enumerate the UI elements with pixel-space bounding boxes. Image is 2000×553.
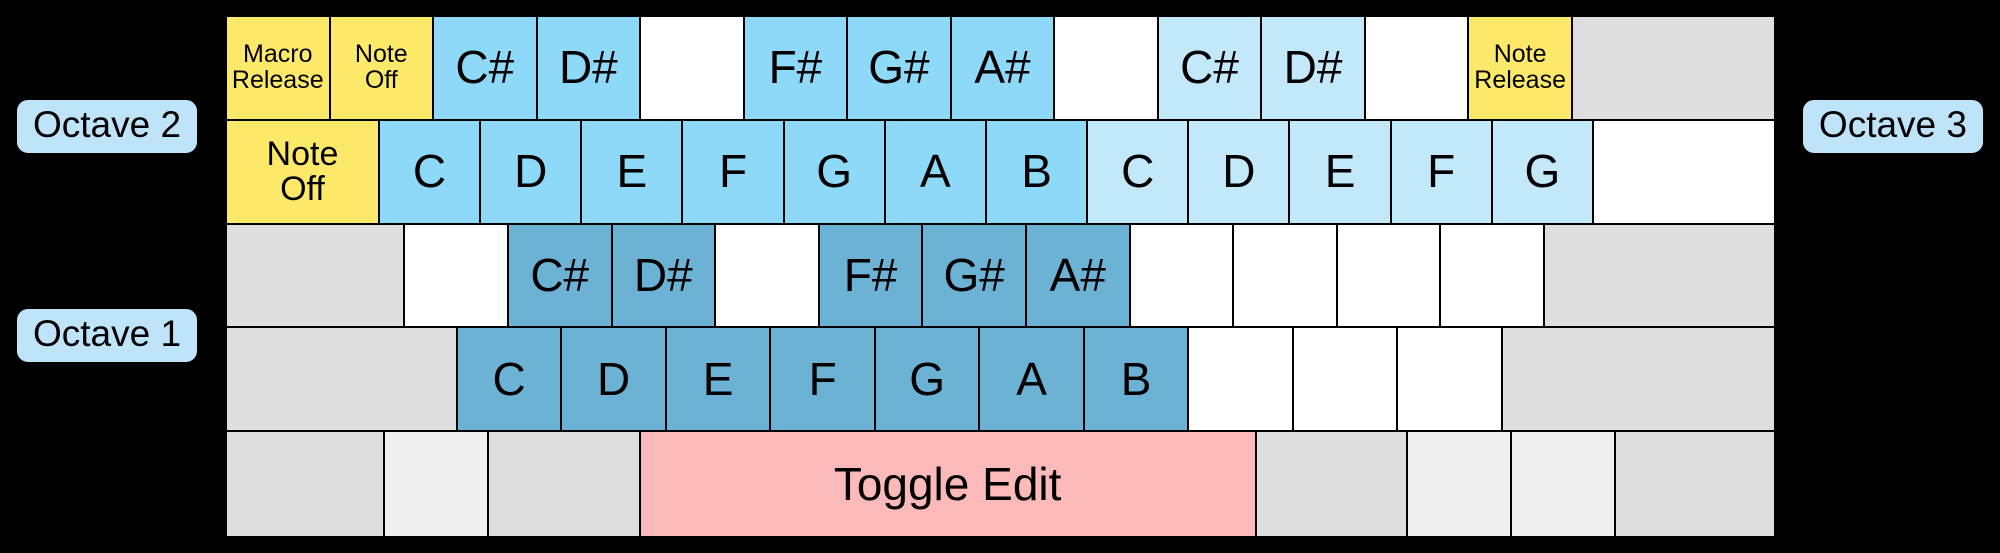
- key-blank-number-row-8: [1055, 17, 1159, 121]
- key-c-sharp[interactable]: C#: [434, 17, 538, 121]
- key-note-off[interactable]: Note Off: [227, 120, 380, 225]
- key-blank-asdf-row-10: [1337, 224, 1442, 329]
- key-c-sharp[interactable]: C#: [508, 224, 613, 329]
- key-g-sharp[interactable]: G#: [848, 17, 952, 121]
- key-a-sharp[interactable]: A#: [951, 17, 1056, 121]
- key-c[interactable]: C: [1088, 120, 1190, 225]
- key-blank-asdf-row-9: [1234, 224, 1338, 329]
- key-note-release[interactable]: Note Release: [1469, 17, 1573, 121]
- key-g[interactable]: G: [784, 120, 886, 225]
- key-f[interactable]: F: [771, 328, 876, 433]
- key-a[interactable]: A: [980, 328, 1085, 433]
- key-g-sharp[interactable]: G#: [923, 224, 1027, 329]
- key-blank-number-row-13: [1572, 17, 1774, 121]
- key-blank-number-row-4: [641, 17, 745, 121]
- key-d[interactable]: D: [1189, 120, 1291, 225]
- key-a[interactable]: A: [885, 120, 987, 225]
- key-blank-zxcv-row-9: [1293, 328, 1399, 433]
- key-c[interactable]: C: [457, 328, 563, 433]
- key-blank-asdf-row-4: [716, 224, 820, 329]
- key-note-off[interactable]: Note Off: [330, 17, 435, 121]
- key-blank-zxcv-row-11: [1502, 328, 1774, 433]
- key-f[interactable]: F: [1391, 120, 1493, 225]
- key-blank-bottom-row-2: [488, 432, 641, 536]
- key-toggle-edit[interactable]: Toggle Edit: [640, 432, 1257, 536]
- keyboard-row-bottom-row: Toggle Edit: [227, 432, 1774, 536]
- key-blank-asdf-row-8: [1130, 224, 1235, 329]
- key-blank-asdf-row-1: [405, 224, 509, 329]
- key-blank-bottom-row-4: [1256, 432, 1409, 536]
- key-a-sharp[interactable]: A#: [1026, 224, 1131, 329]
- key-blank-asdf-row-12: [1545, 224, 1774, 329]
- key-g[interactable]: G: [875, 328, 981, 433]
- key-d-sharp[interactable]: D#: [1262, 17, 1366, 121]
- key-b[interactable]: B: [986, 120, 1089, 225]
- key-c-sharp[interactable]: C#: [1158, 17, 1263, 121]
- key-d-sharp[interactable]: D#: [537, 17, 642, 121]
- key-macro-release[interactable]: Macro Release: [227, 17, 331, 121]
- octave-label-2: Octave 2: [14, 97, 201, 156]
- key-d[interactable]: D: [562, 328, 667, 433]
- key-d-sharp[interactable]: D#: [612, 224, 717, 329]
- key-f[interactable]: F: [683, 120, 785, 225]
- key-e[interactable]: E: [1290, 120, 1392, 225]
- key-blank-asdf-row-11: [1441, 224, 1546, 329]
- key-e[interactable]: E: [582, 120, 684, 225]
- key-b[interactable]: B: [1084, 328, 1190, 433]
- key-blank-bottom-row-7: [1615, 432, 1774, 536]
- octave-label-1: Octave 1: [14, 306, 201, 365]
- key-d[interactable]: D: [481, 120, 583, 225]
- key-g[interactable]: G: [1492, 120, 1594, 225]
- key-blank-zxcv-row-0: [227, 328, 458, 433]
- key-blank-bottom-row-1: [385, 432, 489, 536]
- keyboard-row-asdf-row: C#D# F#G#A#: [227, 224, 1774, 329]
- key-f-sharp[interactable]: F#: [744, 17, 849, 121]
- key-f-sharp[interactable]: F#: [819, 224, 924, 329]
- octave-label-3: Octave 3: [1799, 97, 1986, 156]
- key-blank-number-row-11: [1365, 17, 1470, 121]
- key-blank-bottom-row-5: [1408, 432, 1513, 536]
- key-e[interactable]: E: [666, 328, 772, 433]
- key-blank-bottom-row-6: [1512, 432, 1616, 536]
- key-blank-zxcv-row-10: [1398, 328, 1503, 433]
- key-blank-qwerty-row-13: [1593, 120, 1774, 225]
- key-blank-asdf-row-0: [227, 224, 406, 329]
- key-blank-zxcv-row-8: [1189, 328, 1294, 433]
- key-blank-bottom-row-0: [227, 432, 386, 536]
- key-c[interactable]: C: [379, 120, 482, 225]
